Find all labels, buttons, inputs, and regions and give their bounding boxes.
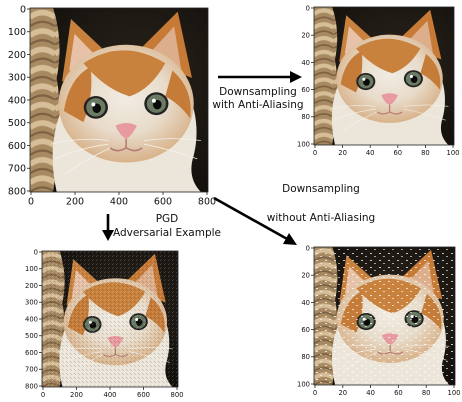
pgd-artifact-overlay — [42, 251, 178, 387]
noaa-x-tick-label: 60 — [394, 389, 403, 397]
pgd-x-tick-label: 600 — [137, 391, 150, 399]
original-y-tick-label: 200 — [8, 50, 26, 61]
noaa-x-tick-label: 20 — [338, 389, 347, 397]
aa-y-tick-label: 100 — [297, 140, 310, 148]
original-y-tick-label: 0 — [20, 4, 26, 15]
original-x-tick-label: 0 — [28, 197, 34, 208]
pgd-label-line2: Adversarial Example — [113, 227, 221, 239]
aa-x-tick-label: 0 — [313, 149, 317, 157]
original-x-tick-label: 400 — [110, 197, 128, 208]
original-y-tick-label: 700 — [8, 164, 26, 175]
kitten-original-photo — [30, 8, 208, 192]
original-y-tick-label: 600 — [8, 141, 26, 152]
pgd-x-tick-label: 400 — [104, 391, 117, 399]
original-x-tick-label: 800 — [198, 197, 216, 208]
pgd-y-tick-label: 500 — [25, 332, 38, 340]
aa-y-tick-label: 60 — [301, 86, 310, 94]
original-y-tick-label: 300 — [8, 73, 26, 84]
aa-x-tick-label: 60 — [393, 149, 402, 157]
noaa-axes-frame — [313, 246, 456, 386]
original-x-tick-label: 200 — [66, 197, 84, 208]
noaa-artifact-overlay — [314, 247, 455, 385]
noaa-y-tick-label: 60 — [301, 326, 310, 334]
original-x-tick-label: 600 — [154, 197, 172, 208]
aa-x-tick-label: 20 — [338, 149, 347, 157]
aa-label-line1: Downsampling — [219, 86, 297, 98]
pgd-y-tick-label: 0 — [34, 248, 38, 256]
original-y-tick-label: 500 — [8, 118, 26, 129]
noaa-x-tick-label: 40 — [366, 389, 375, 397]
pgd-y-tick-label: 100 — [25, 265, 38, 273]
pgd-y-tick-label: 400 — [25, 315, 38, 323]
arrow-to-pgd — [102, 214, 114, 241]
original-y-tick-label: 100 — [8, 27, 26, 38]
aa-y-tick-label: 0 — [306, 4, 310, 12]
aa-y-tick-label: 80 — [301, 113, 310, 121]
original-y-tick-label: 800 — [8, 186, 26, 197]
noaa-label-line1: Downsampling — [282, 183, 360, 195]
noaa-x-tick-label: 0 — [313, 389, 317, 397]
pgd-x-tick-label: 200 — [70, 391, 83, 399]
pgd-x-tick-label: 0 — [41, 391, 45, 399]
noaa-y-tick-label: 0 — [306, 244, 310, 252]
pgd-y-tick-label: 700 — [25, 366, 38, 374]
pgd-label-line1: PGD — [156, 213, 179, 225]
pgd-y-tick-label: 300 — [25, 299, 38, 307]
pgd-x-tick-label: 800 — [171, 391, 184, 399]
noaa-x-tick-label: 100 — [448, 389, 461, 397]
noaa-y-tick-label: 20 — [301, 272, 310, 280]
pgd-y-tick-label: 800 — [25, 382, 38, 390]
aa-x-tick-label: 100 — [447, 149, 460, 157]
noaa-y-tick-label: 40 — [301, 299, 310, 307]
pgd-y-tick-label: 200 — [25, 282, 38, 290]
aa-x-tick-label: 40 — [366, 149, 375, 157]
aa-axes-frame — [313, 6, 455, 146]
arrow-to-non-anti-aliased — [213, 196, 297, 245]
aa-y-tick-label: 40 — [301, 59, 310, 67]
kitten-downsampled-anti-aliased-photo — [314, 7, 454, 145]
aa-y-tick-label: 20 — [301, 32, 310, 40]
aa-label-line2: with Anti-Aliasing — [212, 99, 303, 111]
pgd-y-tick-label: 600 — [25, 349, 38, 357]
original-y-tick-label: 400 — [8, 95, 26, 106]
noaa-y-tick-label: 80 — [301, 353, 310, 361]
noaa-y-tick-label: 100 — [297, 380, 310, 388]
aa-x-tick-label: 80 — [421, 149, 430, 157]
noaa-x-tick-label: 80 — [422, 389, 431, 397]
arrow-to-anti-aliased — [218, 71, 302, 83]
noaa-label-line2: without Anti-Aliasing — [267, 212, 375, 224]
